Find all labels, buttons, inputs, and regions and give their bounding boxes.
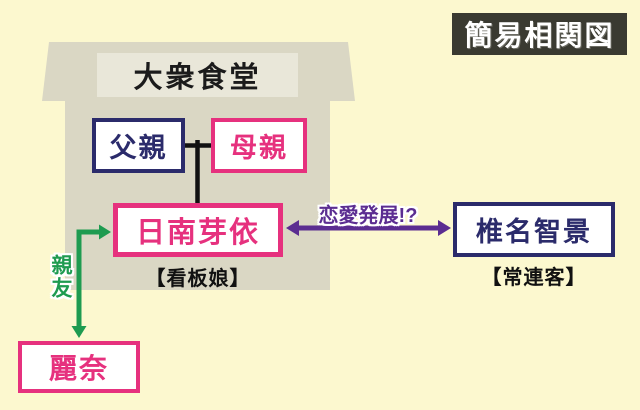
node-mei: 日南芽依 [113,203,283,257]
caption-joren-kyaku: 【常連客】 [481,267,587,289]
friend-arrowhead-down [71,326,87,338]
restaurant-sign: 大衆食堂 [97,53,298,97]
caption-kanban-musume: 【看板娘】 [145,268,251,290]
node-rena: 麗奈 [18,341,140,393]
node-mother: 母親 [211,118,307,173]
node-shiina: 椎名智景 [453,202,615,257]
diagram-title-badge: 簡易相関図 [452,13,627,55]
node-father: 父親 [92,118,185,173]
bestfriend-edge-label: 親友 [49,254,72,300]
romance-edge-label: 恋愛発展!? [318,205,418,227]
